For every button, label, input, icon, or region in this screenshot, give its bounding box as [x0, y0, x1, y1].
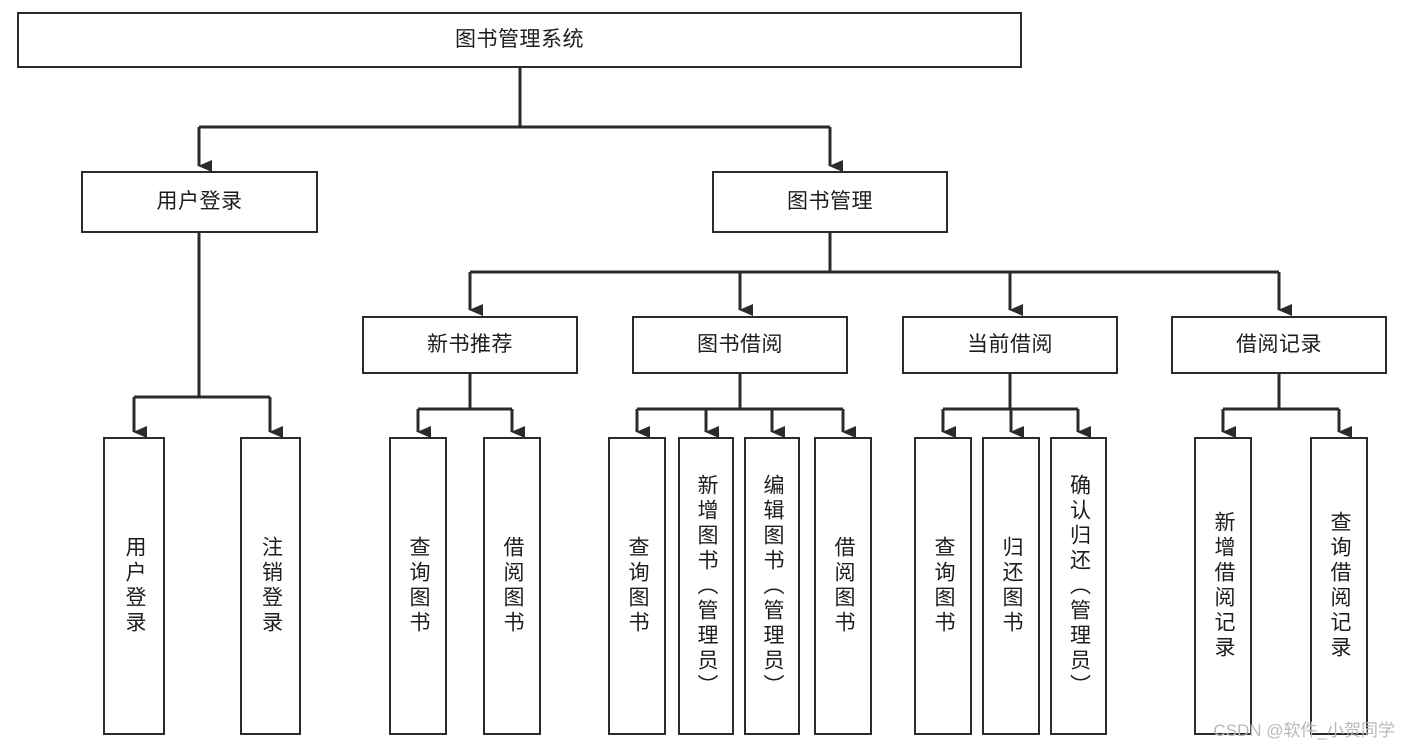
- leaf-query-book-2-label: 查询图书: [626, 536, 650, 636]
- leaf-user-login-label: 用户登录: [123, 536, 147, 636]
- leaf-edit-book-admin-label: 编辑图书（管理员）: [761, 473, 785, 699]
- leaf-query-borrow-record[interactable]: 查询借阅记录: [1310, 437, 1368, 735]
- leaf-query-book-3-label: 查询图书: [932, 536, 956, 636]
- leaf-add-borrow-record[interactable]: 新增借阅记录: [1194, 437, 1252, 735]
- leaf-query-book-3[interactable]: 查询图书: [914, 437, 972, 735]
- node-root[interactable]: 图书管理系统: [17, 12, 1022, 68]
- node-new-book-recommend-label: 新书推荐: [427, 333, 513, 357]
- node-book-borrow[interactable]: 图书借阅: [632, 316, 848, 374]
- leaf-borrow-book-1[interactable]: 借阅图书: [483, 437, 541, 735]
- node-current-borrow[interactable]: 当前借阅: [902, 316, 1118, 374]
- node-borrow-record-label: 借阅记录: [1236, 333, 1322, 357]
- leaf-logout-label: 注销登录: [259, 536, 283, 636]
- leaf-return-book-label: 归还图书: [1000, 536, 1024, 636]
- leaf-confirm-return-admin[interactable]: 确认归还（管理员）: [1050, 437, 1107, 735]
- leaf-query-book-1-label: 查询图书: [407, 536, 431, 636]
- node-book-management[interactable]: 图书管理: [712, 171, 948, 233]
- leaf-add-book-admin-label: 新增图书（管理员）: [695, 473, 719, 699]
- node-book-management-label: 图书管理: [787, 190, 873, 214]
- leaf-borrow-book-2[interactable]: 借阅图书: [814, 437, 872, 735]
- leaf-add-borrow-record-label: 新增借阅记录: [1212, 511, 1236, 661]
- node-user-login-label: 用户登录: [156, 190, 243, 214]
- node-borrow-record[interactable]: 借阅记录: [1171, 316, 1387, 374]
- leaf-query-book-2[interactable]: 查询图书: [608, 437, 666, 735]
- node-new-book-recommend[interactable]: 新书推荐: [362, 316, 578, 374]
- leaf-query-borrow-record-label: 查询借阅记录: [1328, 511, 1352, 661]
- leaf-confirm-return-admin-label: 确认归还（管理员）: [1067, 473, 1091, 699]
- leaf-logout[interactable]: 注销登录: [240, 437, 301, 735]
- leaf-return-book[interactable]: 归还图书: [982, 437, 1040, 735]
- leaf-borrow-book-2-label: 借阅图书: [832, 536, 856, 636]
- node-root-label: 图书管理系统: [455, 28, 584, 52]
- node-user-login[interactable]: 用户登录: [81, 171, 318, 233]
- leaf-query-book-1[interactable]: 查询图书: [389, 437, 447, 735]
- node-book-borrow-label: 图书借阅: [697, 333, 783, 357]
- leaf-user-login[interactable]: 用户登录: [103, 437, 165, 735]
- leaf-add-book-admin[interactable]: 新增图书（管理员）: [678, 437, 734, 735]
- leaf-borrow-book-1-label: 借阅图书: [501, 536, 525, 636]
- node-current-borrow-label: 当前借阅: [967, 333, 1053, 357]
- leaf-edit-book-admin[interactable]: 编辑图书（管理员）: [744, 437, 800, 735]
